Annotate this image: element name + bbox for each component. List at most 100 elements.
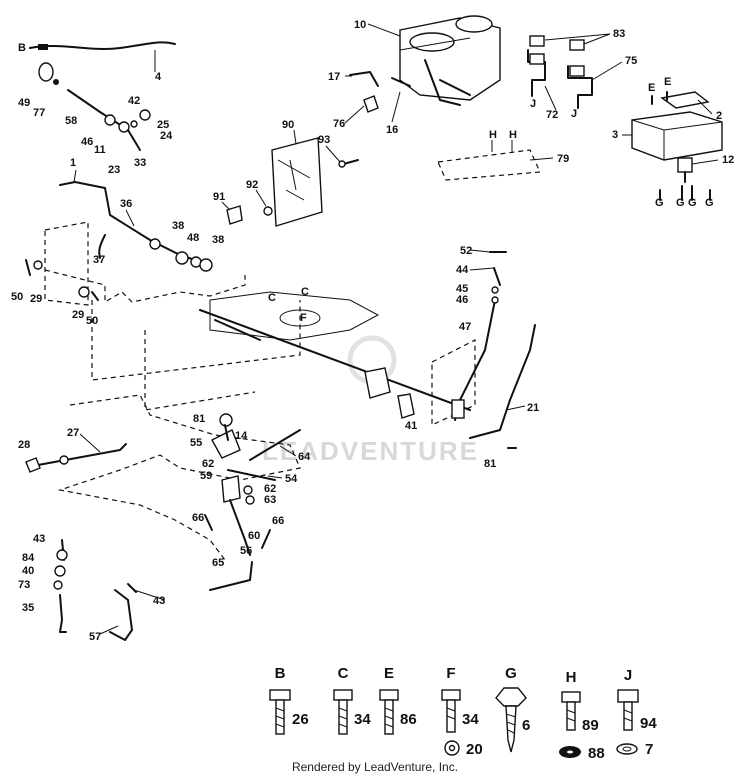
callout-j-a: J [530,98,536,110]
callout-28: 28 [18,439,30,451]
hardware-number-89: 89 [582,717,599,734]
callout-54: 54 [285,473,298,485]
callout-43-a: 43 [33,533,45,545]
hardware-legend: B 26 C 34 E 86 F 34 20 G 6 H [269,665,657,762]
hardware-number-6: 6 [522,717,530,734]
fuel-tank-3 [631,91,723,201]
callout-29-b: 29 [72,309,84,321]
callout-90: 90 [282,119,294,131]
linkage-assembly [204,413,301,556]
callout-12: 12 [722,154,734,166]
callout-73: 73 [18,579,30,591]
clips-50-29 [25,259,99,301]
callout-76: 76 [333,118,345,130]
watermark-text: LEADVENTURE [262,436,479,466]
callout-24: 24 [160,130,173,142]
callout-36: 36 [120,198,132,210]
fittings-17-76-16 [349,71,411,113]
callout-77: 77 [33,107,45,119]
callout-e-b: E [664,76,671,88]
hardware-letter-j: J [624,667,632,684]
hardware-washer-7: 7 [645,741,653,758]
callout-46: 46 [81,136,93,148]
callout-g-2: G [676,197,685,209]
hardware-number-34-f: 34 [462,711,479,728]
hardware-number-34: 34 [354,711,371,728]
callout-66-a: 66 [192,512,204,524]
hardware-number-86: 86 [400,711,417,728]
callout-17: 17 [328,71,340,83]
callout-62-a: 62 [202,458,214,470]
lever-21 [451,251,536,449]
hardware-letter-f: F [446,665,455,682]
callout-3: 3 [612,129,618,141]
callout-50-a: 50 [11,291,23,303]
hardware-washer-88: 88 [588,745,605,762]
callout-45: 45 [456,283,468,295]
lift-shaft [199,309,471,419]
callout-62-b: 62 [264,483,276,495]
callout-57: 57 [89,631,101,643]
callout-10: 10 [354,19,366,31]
callout-35: 35 [22,602,34,614]
callout-g-4: G [705,197,714,209]
callout-16: 16 [386,124,398,136]
callout-b: B [18,42,26,54]
callout-23: 23 [108,164,120,176]
callout-14: 14 [235,430,248,442]
callout-g-3: G [688,197,697,209]
throttle-knob-assembly [38,62,151,151]
callout-75: 75 [625,55,637,67]
callout-93: 93 [318,134,330,146]
callout-43-b: 43 [153,595,165,607]
callout-63: 63 [264,494,276,506]
callout-56: 56 [240,545,252,557]
callout-55: 55 [190,437,202,449]
callout-21: 21 [527,402,539,414]
callout-59: 59 [200,470,212,482]
callout-66-b: 66 [272,515,284,527]
hardware-letter-b: B [275,665,286,682]
hardware-number-94: 94 [640,715,657,732]
callout-25: 25 [157,119,169,131]
callout-1: 1 [70,157,76,169]
frame-outline [44,149,541,561]
callout-f: F [300,312,307,324]
callout-11: 11 [94,144,106,156]
callout-81-b: 81 [484,458,496,470]
callout-42: 42 [128,95,140,107]
callout-2: 2 [716,110,722,122]
callout-j-b: J [571,108,577,120]
plate-90 [226,137,359,227]
callout-48: 48 [187,232,199,244]
callout-92: 92 [246,179,258,191]
callout-37: 37 [93,254,105,266]
callout-81-a: 81 [193,413,205,425]
rod-65 [209,561,253,591]
hardware-letter-e: E [384,665,394,682]
footer-credit: Rendered by LeadVenture, Inc. [291,760,459,774]
callout-46-b: 46 [456,294,468,306]
callout-60: 60 [248,530,260,542]
callout-79: 79 [557,153,569,165]
callout-38-b: 38 [212,234,224,246]
callout-58: 58 [65,115,77,127]
callout-4: 4 [155,71,162,83]
callout-c-b: C [301,286,309,298]
callout-47: 47 [459,321,471,333]
callout-38-a: 38 [172,220,184,232]
cable-4 [29,41,176,50]
callout-g-1: G [655,197,664,209]
callout-h-a: H [489,129,497,141]
lift-handle-1 [59,181,213,272]
callout-40: 40 [22,565,34,577]
callout-91: 91 [213,191,225,203]
hardware-number-26: 26 [292,711,309,728]
callout-h-b: H [509,129,517,141]
callout-52: 52 [460,245,472,257]
engine-10 [399,15,501,106]
rod-27 [25,443,127,473]
hardware-letter-c: C [338,665,349,682]
brackets-72-75 [527,35,593,109]
